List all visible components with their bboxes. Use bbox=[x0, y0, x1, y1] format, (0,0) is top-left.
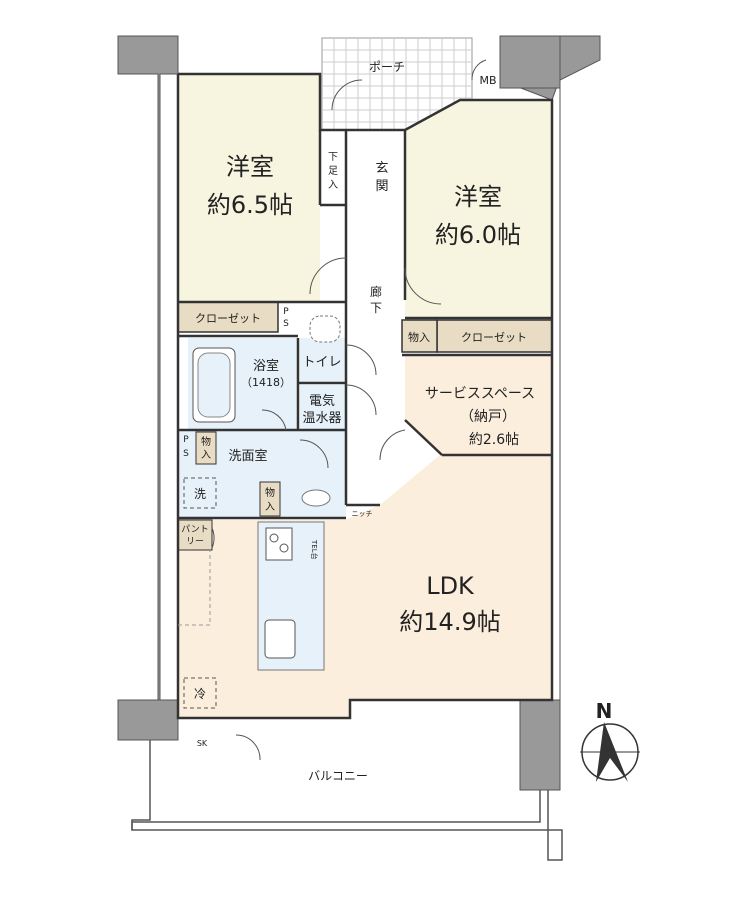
storage-2-label-a: 物 bbox=[201, 435, 211, 448]
storage-2 bbox=[195, 431, 217, 465]
entrance-label: 玄関 bbox=[375, 161, 388, 194]
storage-2-label: 物入 bbox=[201, 435, 211, 461]
heater-line2: 温水器 bbox=[302, 411, 341, 426]
washer-box bbox=[183, 477, 217, 509]
entrance-label-a: 玄 bbox=[375, 161, 388, 176]
toilet-fixture bbox=[309, 315, 341, 343]
ldk-size: 約14.9帖 bbox=[399, 608, 500, 636]
storage-2-label-b: 入 bbox=[201, 450, 211, 461]
balcony-name: バルコニー bbox=[308, 769, 368, 783]
pantry-label-b: リー bbox=[186, 537, 204, 547]
wall-lines bbox=[176, 72, 554, 720]
pantry-label: パントリー bbox=[181, 524, 208, 547]
corridor-label: 廊下 bbox=[370, 284, 382, 315]
shoebox-label-b: 足 bbox=[328, 165, 338, 177]
fridge-box bbox=[183, 677, 217, 709]
sk-label: SK bbox=[197, 739, 208, 748]
pantry-dash bbox=[178, 550, 211, 626]
toilet-area bbox=[300, 338, 346, 383]
bath-name: 浴室 bbox=[253, 358, 279, 374]
doors bbox=[211, 59, 487, 761]
western-room-2-name: 洋室 bbox=[454, 183, 502, 211]
storage-1 bbox=[401, 319, 438, 353]
tel-label: TEL台 bbox=[310, 539, 319, 560]
service-name: サービススペース bbox=[425, 386, 535, 402]
western-room-2-size: 約6.0帖 bbox=[435, 221, 521, 249]
compass-icon bbox=[580, 722, 640, 782]
service-sub: （納戸） bbox=[460, 409, 516, 425]
ps-label-2-a: P bbox=[183, 435, 189, 445]
service-size: 約2.6帖 bbox=[469, 432, 519, 448]
service-space bbox=[405, 355, 552, 455]
western-room-1 bbox=[178, 74, 320, 302]
ps-label-1-a: P bbox=[283, 307, 289, 317]
heater-area bbox=[300, 385, 346, 430]
western-room-2 bbox=[405, 100, 552, 318]
heater-line1: 電気 bbox=[309, 393, 335, 409]
north-label: N bbox=[596, 699, 613, 723]
bathtub-inner bbox=[197, 352, 231, 418]
shoebox-label-a: 下 bbox=[328, 152, 338, 163]
washer-label: 洗 bbox=[194, 487, 206, 501]
ps-label-1-b: S bbox=[283, 319, 289, 329]
western-room-1-name: 洋室 bbox=[226, 153, 274, 181]
bath-sub: （1418） bbox=[241, 376, 291, 389]
porch-name: ポーチ bbox=[369, 60, 405, 74]
closet-1-label: クローゼット bbox=[195, 312, 261, 325]
storage-3-label-b: 入 bbox=[265, 502, 275, 513]
ldk-name: LDK bbox=[426, 572, 475, 600]
pantry bbox=[177, 519, 213, 551]
ps-label-2-b: S bbox=[183, 449, 189, 459]
kitchen-sink bbox=[264, 619, 296, 659]
wash-basin bbox=[301, 489, 331, 507]
storage-3 bbox=[259, 481, 281, 517]
washroom-name: 洗面室 bbox=[228, 448, 267, 464]
entrance-label-b: 関 bbox=[375, 179, 388, 194]
mb-label: MB bbox=[479, 74, 496, 87]
stove bbox=[265, 527, 293, 561]
niche-label: ニッチ bbox=[352, 510, 373, 518]
corridor-label-a: 廊 bbox=[370, 284, 382, 299]
corridor-label-b: 下 bbox=[370, 301, 382, 315]
toilet-name: トイレ bbox=[302, 355, 341, 370]
western-room-1-size: 約6.5帖 bbox=[207, 191, 293, 219]
shoebox-label: 下足入 bbox=[328, 152, 338, 191]
storage-3-label-a: 物 bbox=[265, 486, 275, 499]
closet-2-label: クローゼット bbox=[461, 331, 527, 344]
fridge-label: 冷 bbox=[194, 687, 206, 701]
balcony bbox=[131, 740, 563, 861]
shoebox-label-c: 入 bbox=[328, 180, 338, 191]
walls bbox=[117, 35, 601, 791]
pantry-label-a: パント bbox=[181, 524, 208, 535]
burner bbox=[279, 543, 289, 553]
burner bbox=[269, 533, 279, 543]
storage-1-label: 物入 bbox=[408, 330, 430, 344]
storage-3-label: 物入 bbox=[265, 486, 275, 513]
